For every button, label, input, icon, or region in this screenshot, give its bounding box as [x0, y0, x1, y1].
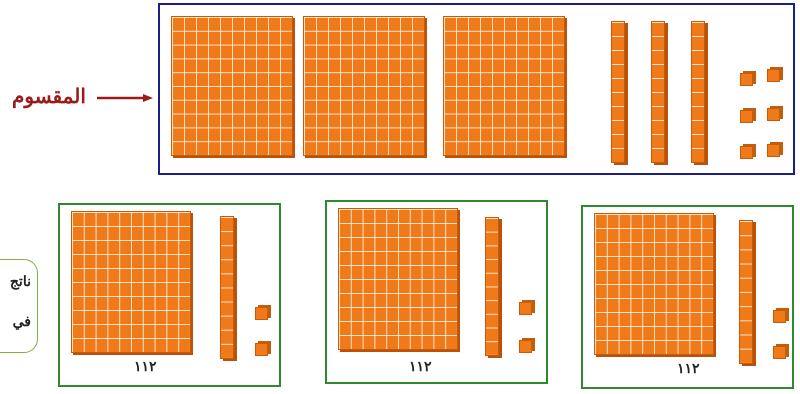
result-group: ١١٢	[325, 200, 548, 384]
one-cube	[519, 340, 532, 353]
one-cube	[740, 73, 753, 86]
one-cube	[773, 346, 786, 359]
one-cube	[255, 307, 268, 320]
one-cube	[767, 144, 780, 157]
side-label-line2: في	[13, 314, 31, 330]
hundred-flat	[303, 16, 425, 156]
quotient-side-label: ناتج في	[0, 259, 38, 353]
arrow-right-icon	[97, 94, 153, 102]
side-label-line1: ناتج	[10, 274, 31, 290]
ten-rod	[611, 21, 625, 163]
one-cube	[767, 69, 780, 82]
hundred-flat	[443, 16, 565, 156]
result-group: ١١٢	[581, 205, 794, 389]
hundred-flat	[338, 208, 458, 350]
one-cube	[519, 302, 532, 315]
dividend-blocks-panel	[158, 3, 795, 175]
result-number: ١١٢	[134, 359, 157, 375]
ten-rod	[739, 220, 753, 364]
result-number: ١١٢	[409, 359, 432, 375]
one-cube	[740, 110, 753, 123]
hundred-flat	[171, 16, 293, 156]
one-cube	[255, 343, 268, 356]
one-cube	[740, 146, 753, 159]
hundred-flat	[594, 213, 714, 355]
one-cube	[773, 310, 786, 323]
dividend-label: المقسوم	[12, 84, 86, 108]
ten-rod	[485, 217, 499, 356]
ten-rod	[651, 21, 665, 163]
one-cube	[767, 108, 780, 121]
result-group: ١١٢	[58, 203, 281, 387]
hundred-flat	[71, 211, 191, 353]
result-number: ١١٢	[677, 361, 700, 377]
ten-rod	[691, 21, 705, 163]
ten-rod	[220, 216, 234, 359]
